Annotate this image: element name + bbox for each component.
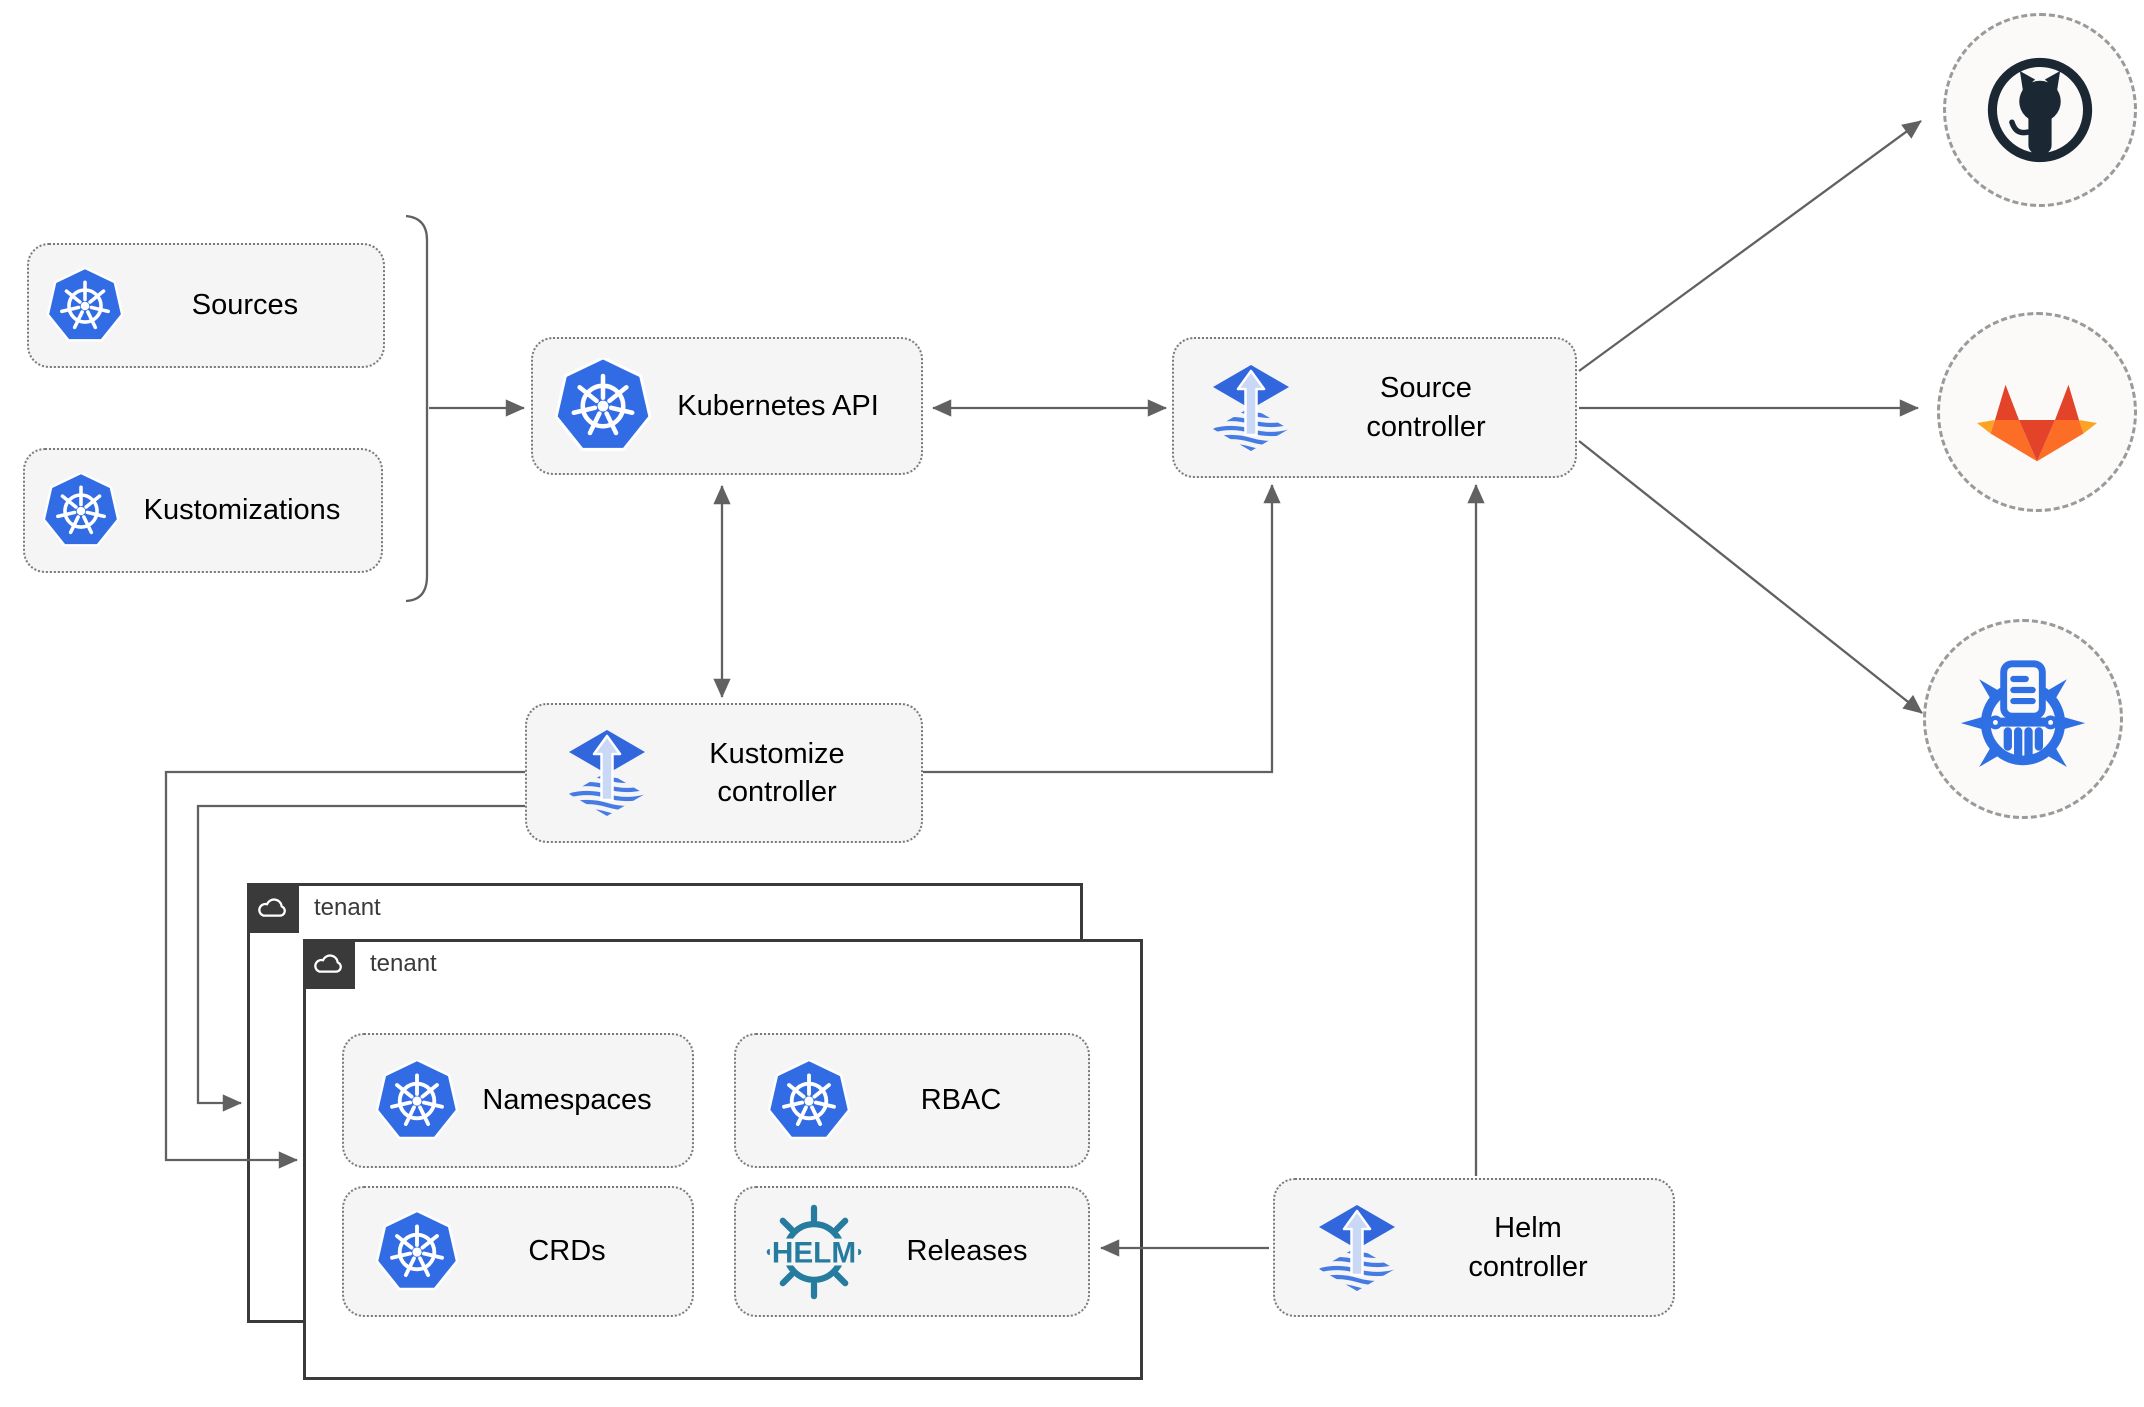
node-helm-controller-label: Helm controller xyxy=(1399,1209,1673,1286)
node-kustomize-controller-label: Kustomize controller xyxy=(649,735,921,812)
external-github xyxy=(1943,13,2137,207)
node-releases-label: Releases xyxy=(906,1235,1028,1268)
node-rbac-label: RBAC xyxy=(920,1084,1002,1117)
node-kubernetes-api: Kubernetes API xyxy=(531,337,923,475)
label-line2: controller xyxy=(1366,410,1486,443)
chartmuseum-icon xyxy=(1954,650,2092,788)
tenant-outer-label: tenant xyxy=(314,894,381,921)
kubernetes-icon xyxy=(43,473,119,549)
svg-text:HELM: HELM xyxy=(772,1236,856,1269)
node-kustomizations: Kustomizations xyxy=(23,448,383,573)
cloud-tab xyxy=(303,939,355,989)
helm-icon: HELM xyxy=(766,1204,862,1300)
cloud-tab xyxy=(247,883,299,933)
node-kubernetes-api-label: Kubernetes API xyxy=(677,389,879,422)
node-rbac: RBAC xyxy=(734,1033,1090,1168)
node-releases: HELM Releases xyxy=(734,1186,1090,1317)
edge-source-to-chartmuseum xyxy=(1578,440,1923,714)
label-line1: Kustomize xyxy=(709,737,845,770)
external-chartmuseum xyxy=(1923,619,2123,819)
gitlab-icon xyxy=(1977,384,2097,461)
node-namespaces-label: Namespaces xyxy=(482,1084,652,1117)
node-namespaces: Namespaces xyxy=(342,1033,694,1168)
github-icon xyxy=(1979,49,2101,171)
label-line2: controller xyxy=(717,776,837,808)
edge-kustomize-to-source xyxy=(923,484,1281,774)
flux-icon xyxy=(1315,1200,1399,1296)
bracket-sources-group xyxy=(405,214,429,603)
label-line2: controller xyxy=(1468,1250,1588,1283)
cloud-icon xyxy=(314,953,342,973)
node-crds-label: CRDs xyxy=(528,1235,606,1268)
node-kustomize-controller: Kustomize controller xyxy=(525,703,923,843)
external-gitlab xyxy=(1937,312,2137,512)
node-crds: CRDs xyxy=(342,1186,694,1317)
flux-icon xyxy=(565,725,649,821)
tenant-inner-label: tenant xyxy=(370,950,437,977)
label-line1: Source xyxy=(1380,372,1472,405)
node-source-controller-label: Source controller xyxy=(1293,369,1575,446)
kubernetes-icon xyxy=(376,1060,458,1142)
kubernetes-icon xyxy=(768,1060,850,1142)
node-sources-label: Sources xyxy=(191,289,299,322)
node-sources: Sources xyxy=(27,243,385,368)
node-kustomizations-label: Kustomizations xyxy=(143,494,341,527)
kubernetes-icon xyxy=(376,1211,458,1293)
node-helm-controller: Helm controller xyxy=(1273,1178,1675,1317)
flux-icon xyxy=(1209,360,1293,456)
label-line1: Helm xyxy=(1494,1212,1562,1245)
cloud-icon xyxy=(258,897,286,917)
node-source-controller: Source controller xyxy=(1172,337,1577,478)
kubernetes-icon xyxy=(555,358,651,454)
edge-source-to-github xyxy=(1578,120,1922,372)
kubernetes-icon xyxy=(47,268,123,344)
